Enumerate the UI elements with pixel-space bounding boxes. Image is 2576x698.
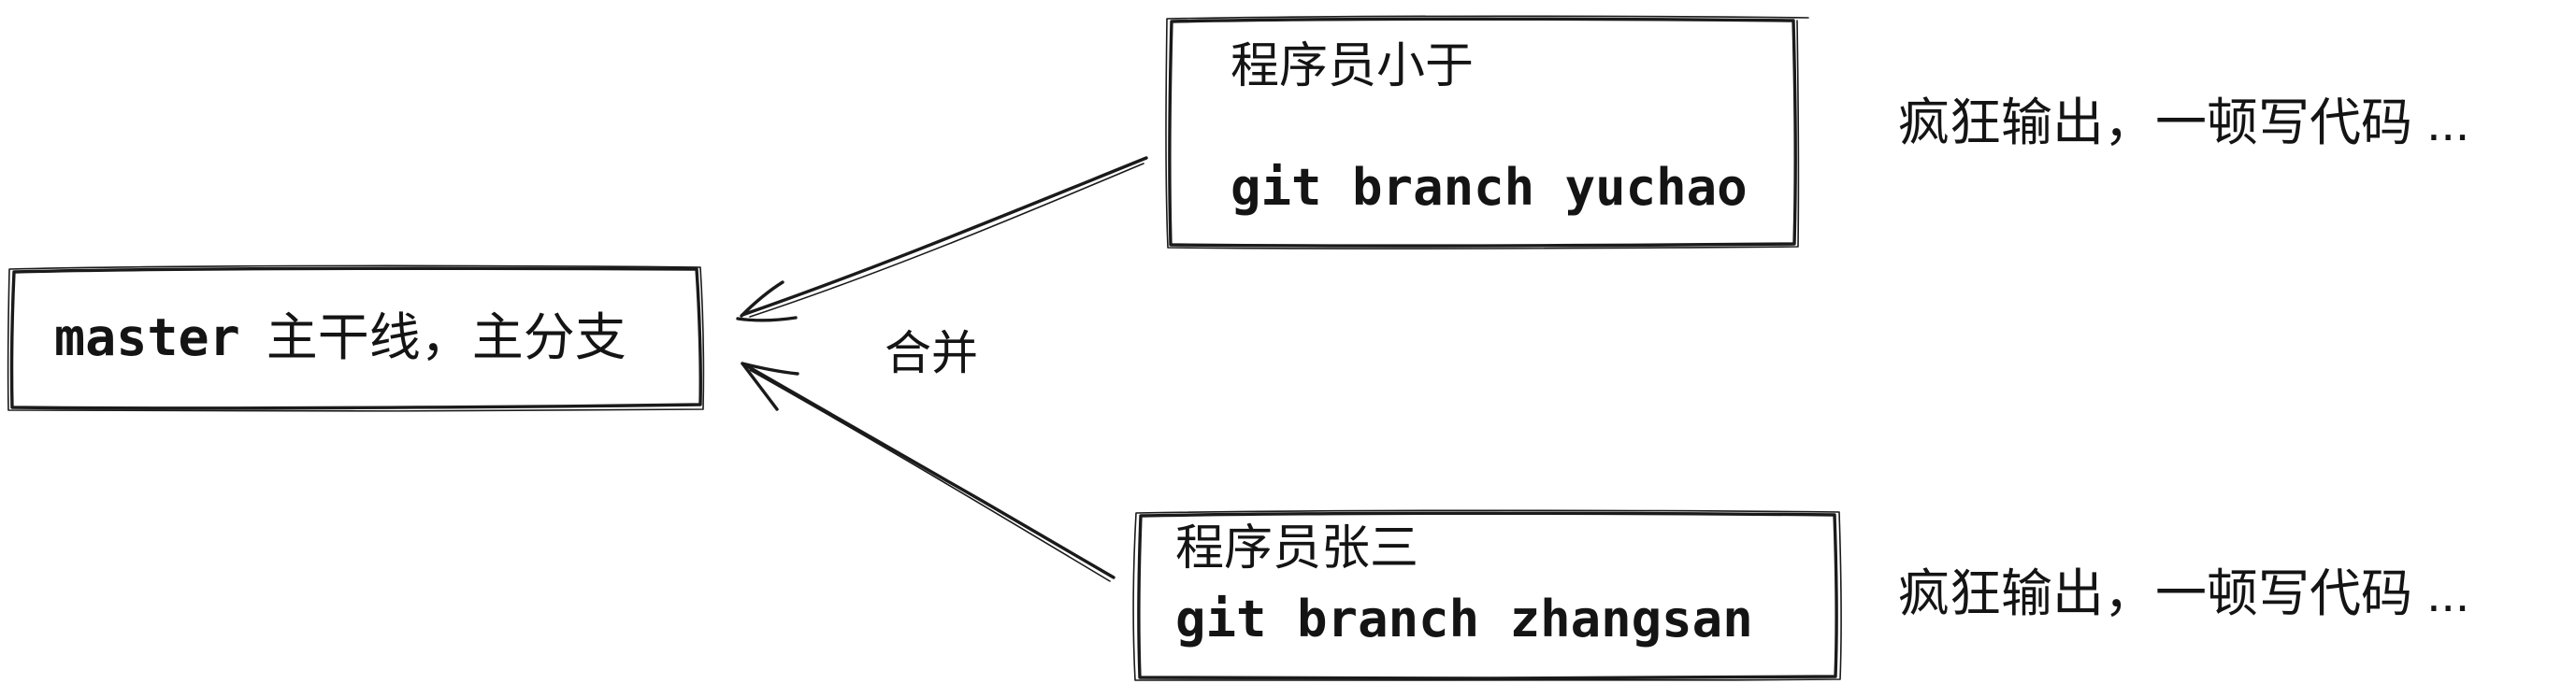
dev-bottom-name: 程序员张三 — [1175, 521, 1419, 576]
master-branch-name: master — [54, 307, 240, 367]
dev-top-name: 程序员小于 — [1230, 39, 1475, 93]
annotation-top: 疯狂输出，一顿写代码 ... — [1898, 93, 2470, 151]
annotation-bottom: 疯狂输出，一顿写代码 ... — [1898, 564, 2470, 622]
merge-arrow-top — [736, 156, 1148, 322]
dev-top-command: git branch yuchao — [1230, 158, 1748, 217]
dev-bottom-command: git branch zhangsan — [1175, 590, 1753, 648]
merge-arrow-bottom — [741, 362, 1115, 582]
dev-box-bottom-outline — [1132, 509, 1842, 682]
master-box-outline — [7, 264, 705, 412]
merge-label: 合并 — [885, 327, 978, 379]
dev-box-top-outline — [1165, 15, 1809, 249]
master-box-caption: 主干线，主分支 — [266, 308, 626, 366]
master-box-label: master 主干线，主分支 — [54, 307, 626, 367]
